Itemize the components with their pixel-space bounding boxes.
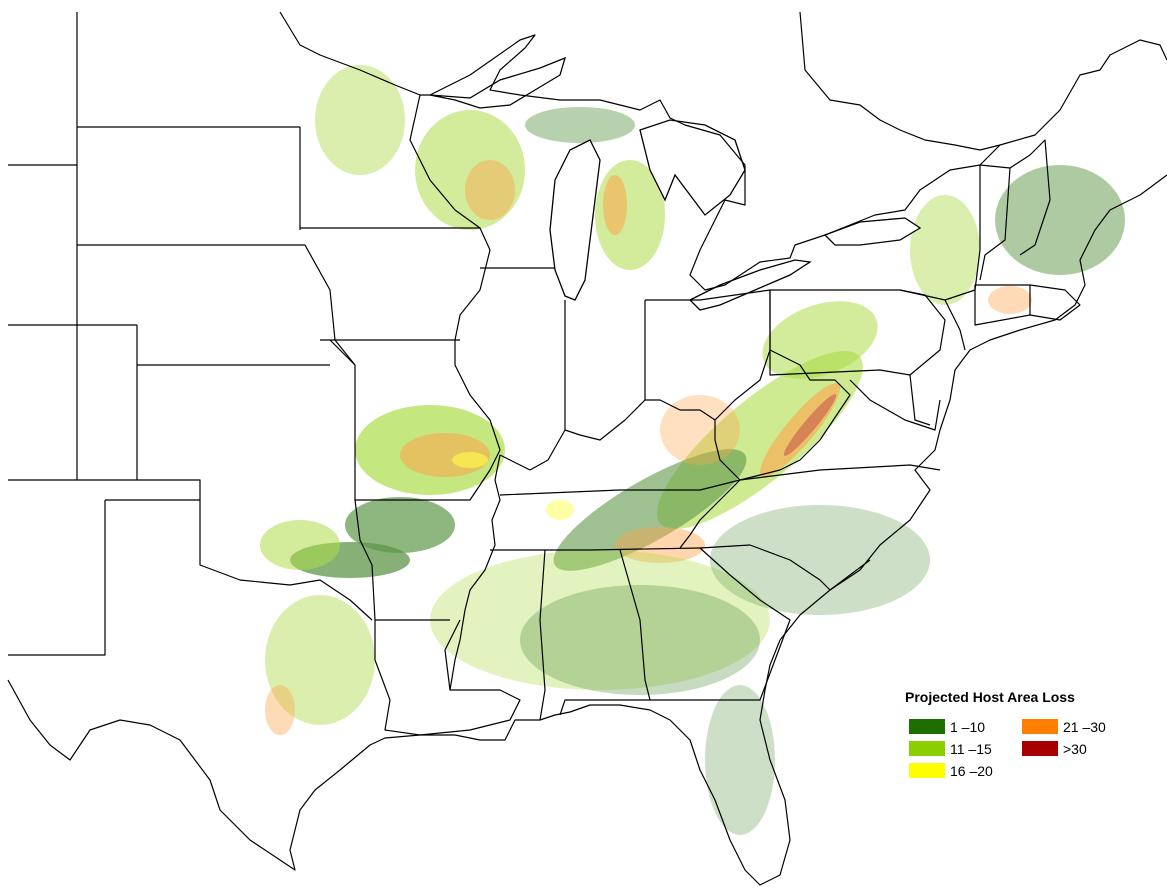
patch-east-texas [265,595,375,725]
patch-ozarks [355,405,505,495]
patch-southeast-dark [520,585,760,695]
west-line-8 [8,479,201,500]
patch-michigan-up [525,107,635,143]
ok-tx-red-river [199,500,373,621]
lake-huron [639,119,746,216]
vt-nh [979,164,1011,281]
patch-arkansas [345,497,455,553]
de-md [909,374,931,426]
patch-ozarks-orange [400,433,490,477]
lake-erie [688,259,812,311]
legend-swatch [1022,719,1058,734]
va-md [849,379,941,431]
ky-south [499,479,741,496]
patch-michigan-lp [595,160,665,270]
patch-new-england [995,165,1125,275]
legend-swatch [909,719,945,734]
ohio-east [645,289,771,421]
legend-label: 11 –15 [950,740,992,757]
ms-river [449,454,501,691]
canada-border [279,11,1167,291]
legend-label: >30 [1063,740,1087,757]
legend-item-over-30: >30 [1022,740,1087,757]
lake-ontario [823,217,922,246]
me-nh [1009,139,1051,256]
patch-carolinas [710,505,930,615]
mn-east [409,94,491,341]
canada-ne [799,11,1001,151]
atlantic-coast [7,174,1167,886]
mo-outline [329,339,501,501]
ga-outline [650,547,791,701]
patch-yellow-2 [546,500,574,520]
ma-coast [1029,284,1081,321]
host-area-patches [260,65,1125,835]
legend-item-1-10: 1 –10 [909,718,985,735]
legend: Projected Host Area Loss 1 –10 11 –15 16… [905,688,1155,798]
legend-item-11-15: 11 –15 [909,740,992,757]
patch-cumberland [553,449,747,571]
legend-label: 16 –20 [950,762,993,779]
patch-tennessee [615,527,705,563]
patch-appalachia [657,350,863,530]
patch-texas-orange [265,685,295,735]
patch-mass-orange [988,286,1032,314]
al-east [559,549,651,716]
tn-south [490,547,701,551]
ms-east [539,549,546,721]
tn-east [679,479,741,549]
legend-swatch [909,741,945,756]
indiana-east [564,300,646,441]
patch-southeast [430,550,770,690]
patch-wisconsin [415,110,525,230]
legend-label: 1 –10 [950,718,986,735]
patch-oklahoma [260,520,340,570]
legend-swatch [909,763,945,778]
legend-swatch [1022,741,1058,756]
legend-title: Projected Host Area Loss [905,689,1075,705]
illinois-east [499,300,566,471]
great-lakes [429,56,922,311]
lake-superior [429,56,567,109]
ny-south [899,289,966,351]
nc-va [739,464,941,481]
patch-florida [705,685,775,835]
legend-item-16-20: 16 –20 [909,762,993,779]
patch-yellow-1 [452,452,488,468]
patch-appalachia-orange [759,383,841,477]
lake-michigan [549,139,601,301]
ar-west [354,499,450,621]
patch-wisconsin-orange [465,160,515,220]
patch-kentucky [660,395,740,465]
legend-label: 21 –30 [1063,718,1106,735]
west-line-9 [8,500,106,656]
la-outline [374,619,521,736]
legend-item-21-30: 21 –30 [1022,718,1106,735]
ny-east [944,165,981,301]
patch-appalachia-ne [762,301,878,379]
wv [714,349,851,481]
ne-ks [304,244,356,366]
patch-minnesota [315,65,405,175]
patch-michigan-orange [603,175,627,235]
patch-appalachia-red [783,394,837,456]
patch-adirondacks [910,195,980,305]
patch-ouachita [290,542,410,578]
state-boundaries [7,11,1167,886]
